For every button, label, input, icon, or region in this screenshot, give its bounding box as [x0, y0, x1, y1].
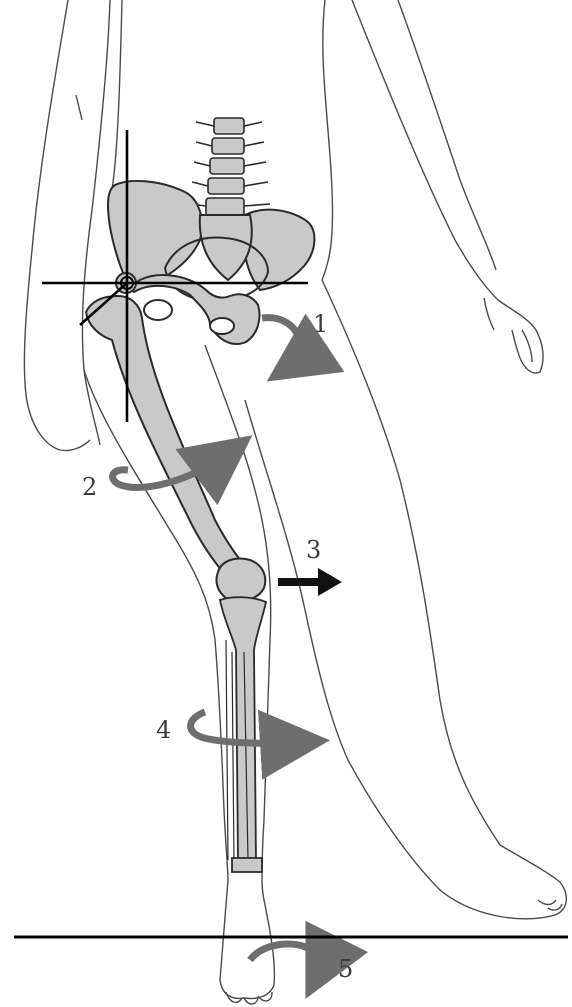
torso-left-outline — [112, 0, 122, 190]
left-arm-outline — [24, 0, 110, 451]
pelvis-sacrum — [200, 215, 252, 280]
body-outline — [24, 0, 566, 1004]
label-5: 5 — [338, 955, 353, 983]
tibia-fibula — [220, 597, 266, 872]
right-toes — [538, 900, 562, 910]
femur-distal-condyles — [216, 559, 265, 601]
label-2: 2 — [82, 473, 97, 501]
arrow-5 — [250, 944, 320, 974]
left-foot-outline — [220, 880, 274, 998]
pelvis-right-ilium — [243, 210, 314, 290]
right-leg-front-outline — [245, 400, 566, 919]
label-1: 1 — [313, 310, 328, 338]
spine — [190, 118, 270, 216]
arrow-1 — [262, 318, 300, 366]
obturator-foramen-left — [144, 300, 172, 320]
label-3: 3 — [306, 536, 321, 564]
label-4: 4 — [156, 716, 171, 744]
obturator-foramen-right — [210, 318, 234, 334]
right-arm-outline — [352, 0, 543, 373]
pelvis-left-ilium — [108, 181, 202, 288]
torso-right-outline — [322, 0, 333, 280]
ankle — [232, 858, 262, 872]
arrow-3 — [278, 568, 342, 596]
